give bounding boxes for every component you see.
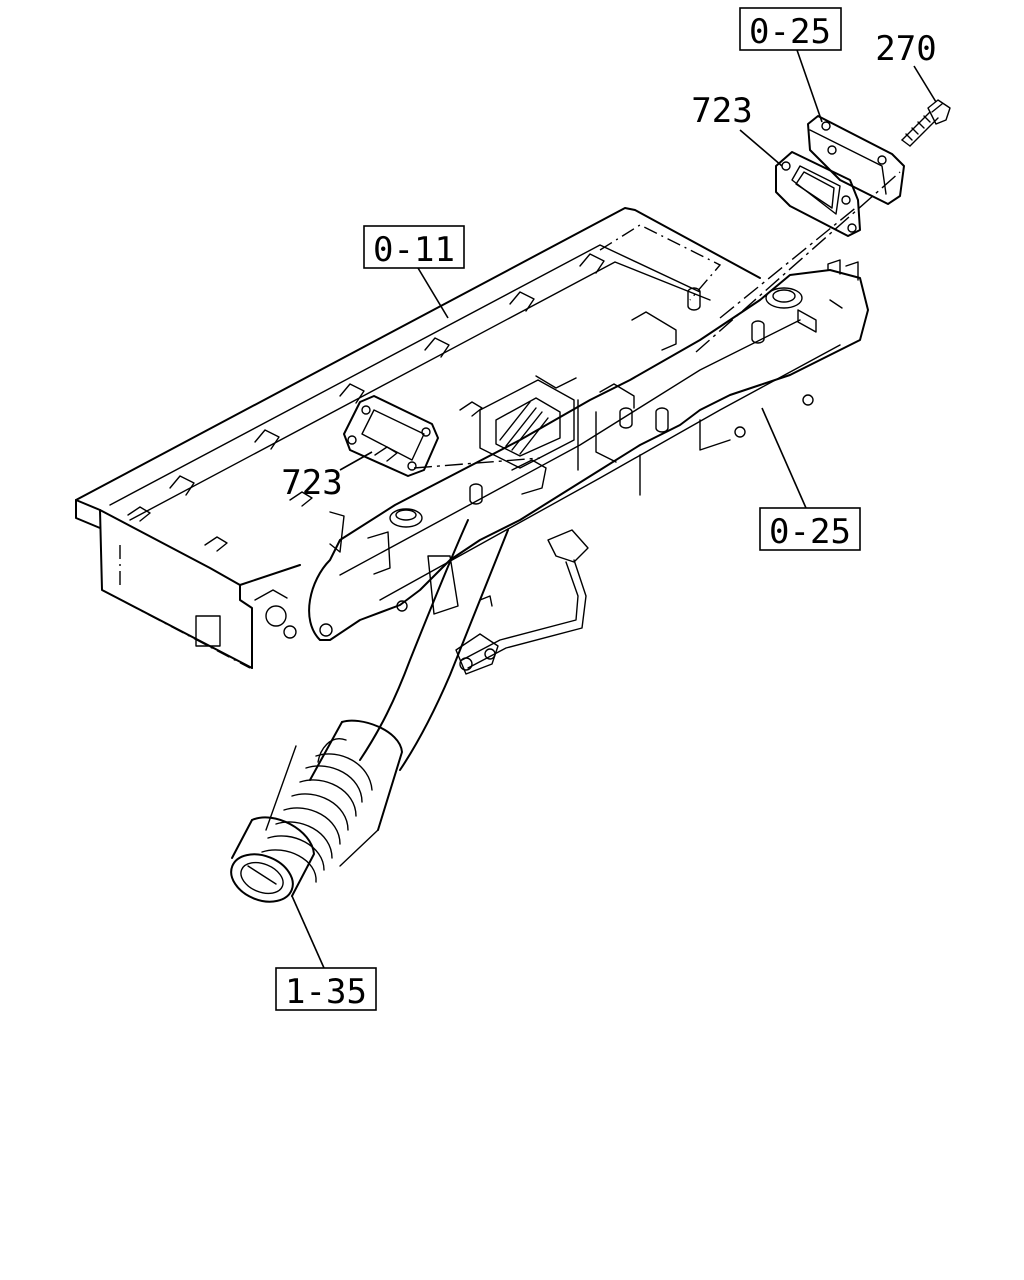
callout-label: 723 (691, 91, 752, 131)
callout-label: 0-25 (749, 12, 831, 52)
bolt (901, 99, 951, 147)
cover-plate (807, 115, 905, 205)
gasket-left (343, 395, 439, 477)
callout-ref-0-25-right[interactable]: 0-25 (759, 407, 861, 552)
gasket-top (775, 151, 861, 237)
callout-part-723-left[interactable]: 723 (281, 451, 373, 503)
callout-label: 723 (281, 463, 342, 503)
intake-manifold (308, 259, 869, 641)
callout-part-723-top[interactable]: 723 (691, 91, 783, 167)
callout-label: 270 (875, 29, 936, 69)
callout-label: 0-11 (373, 230, 455, 270)
callout-ref-0-25-top[interactable]: 0-25 (739, 7, 842, 123)
callout-ref-0-11[interactable]: 0-11 (363, 225, 465, 319)
callout-ref-1-35[interactable]: 1-35 (275, 895, 377, 1012)
callout-label: 1-35 (285, 972, 367, 1012)
callout-part-270[interactable]: 270 (875, 29, 937, 103)
callout-label: 0-25 (769, 512, 851, 552)
cylinder-head (75, 207, 761, 669)
sensor-tube (455, 529, 589, 675)
air-inlet-pipe (230, 519, 509, 903)
assembly-lines (413, 171, 901, 469)
